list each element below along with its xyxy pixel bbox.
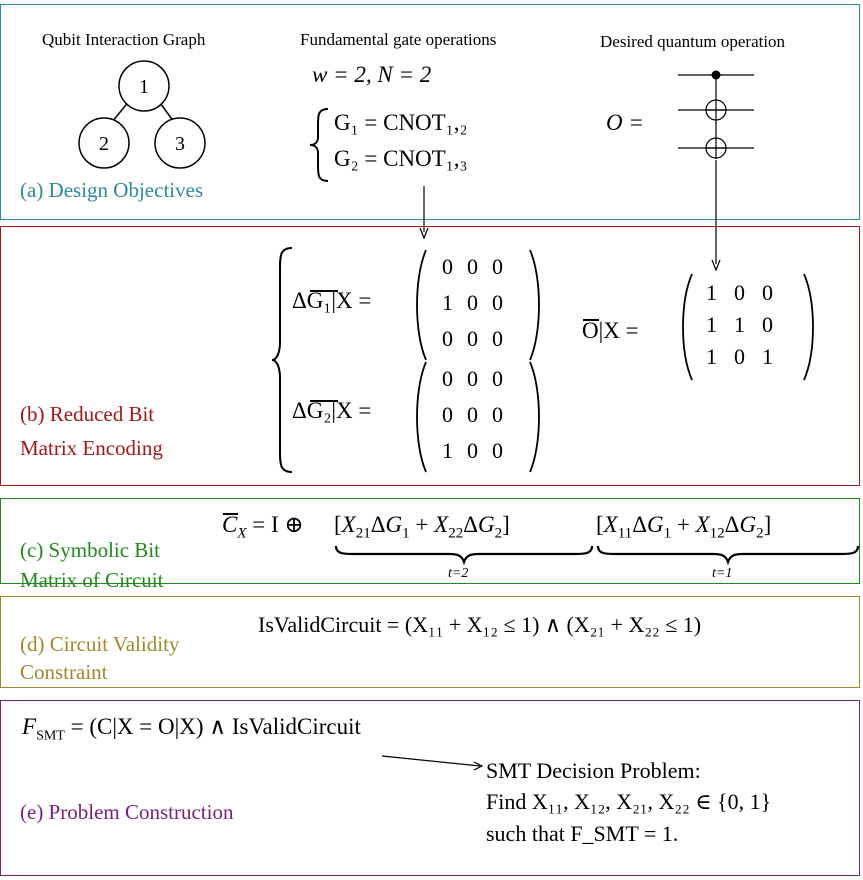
c-formula-lhs: CX = I ⊕: [222, 512, 304, 542]
decision-line3: such that F_SMT = 1.: [486, 821, 679, 846]
panel-d-label-line1: (d) Circuit Validity: [20, 632, 180, 656]
panel-c-label-line2: Matrix of Circuit: [20, 568, 164, 592]
gate-g2: G₂ = CNOT₁,₃: [334, 146, 468, 171]
panel-c-border: [0, 498, 860, 584]
panel-c-label-line1: (c) Symbolic Bit: [20, 538, 160, 562]
svg-text:1: 1: [139, 76, 149, 98]
flow-arrows-a-b: [419, 160, 721, 272]
fsmt-formula: FSMT = (C|X = O|X) ∧ IsValidCircuit: [22, 714, 361, 744]
svg-text:2: 2: [99, 133, 109, 155]
graph-node-1: 1: [118, 60, 170, 112]
m1-r1c1: 0: [467, 290, 478, 315]
graph-node-2: 2: [78, 117, 130, 169]
panel-d-label-line2: Constraint: [20, 660, 108, 684]
mo-r1c2: 0: [762, 312, 773, 337]
m1-r1c0: 1: [442, 290, 453, 315]
svg-text:3: 3: [175, 133, 185, 155]
dg2-label: ΔG₂|X =: [292, 398, 372, 423]
t2-label: t=2: [448, 566, 469, 581]
matrices-brace: [271, 247, 293, 473]
panel-b-label-line2: Matrix Encoding: [20, 436, 163, 460]
mo-r0c1: 0: [734, 280, 745, 305]
dg1-label: ΔG₁|X =: [292, 288, 372, 313]
quantum-circuit: [678, 70, 754, 159]
gates-title: Fundamental gate operations: [300, 30, 497, 49]
mo-r1c0: 1: [706, 312, 717, 337]
decision-line1: SMT Decision Problem:: [486, 758, 701, 783]
m2-r1c0: 0: [442, 402, 453, 427]
gate-g1: G₁ = CNOT₁,₂: [334, 110, 468, 135]
mo-r2c0: 1: [706, 344, 717, 369]
decision-line2: Find X₁₁, X₁₂, X₂₁, X₂₂ ∈ {0, 1}: [486, 789, 772, 814]
validity-formula: IsValidCircuit = (X₁₁ + X₁₂ ≤ 1) ∧ (X₂₁ …: [258, 612, 702, 637]
c-bracket-t2: [X21ΔG1 + X22ΔG2]: [334, 512, 510, 542]
mo-r2c2: 1: [762, 344, 773, 369]
m2-r2c0: 1: [442, 438, 453, 463]
mo-r0c0: 1: [706, 280, 717, 305]
panel-e-label: (e) Problem Construction: [20, 800, 234, 824]
mo-r0c2: 0: [762, 280, 773, 305]
dg1-overline: [310, 290, 338, 292]
m2-r1c2: 0: [492, 402, 503, 427]
panel-d-border: [0, 596, 860, 688]
m2-r2c1: 0: [467, 438, 478, 463]
panel-e-border: [0, 700, 860, 876]
panel-a-label: (a) Design Objectives: [20, 178, 204, 202]
mo-r1c1: 1: [734, 312, 745, 337]
control-dot: [711, 70, 721, 80]
m2-r2c2: 0: [492, 438, 503, 463]
graph-title: Qubit Interaction Graph: [42, 30, 206, 49]
m1-r0c1: 0: [467, 254, 478, 279]
m2-r0c2: 0: [492, 366, 503, 391]
c-underbraces: [334, 545, 860, 566]
m1-r2c2: 0: [492, 326, 503, 351]
qubit-interaction-graph: 1 2 3: [78, 60, 206, 169]
m1-r0c0: 0: [442, 254, 453, 279]
c-overline: [223, 513, 238, 515]
t1-label: t=1: [712, 566, 733, 581]
panel-b-border: [0, 226, 860, 486]
m2-r0c1: 0: [467, 366, 478, 391]
m1-r2c0: 0: [442, 326, 453, 351]
m2-r1c1: 0: [467, 402, 478, 427]
graph-node-3: 3: [154, 117, 206, 169]
m2-r0c0: 0: [442, 366, 453, 391]
desired-title: Desired quantum operation: [600, 32, 786, 51]
e-arrow: [381, 755, 484, 771]
dg2-overline: [310, 400, 338, 402]
mo-r2c1: 0: [734, 344, 745, 369]
panel-b-label-line1: (b) Reduced Bit: [20, 402, 155, 426]
o-label: O =: [606, 110, 644, 135]
gates-brace: [309, 108, 329, 182]
o-bar-label: O|X =: [582, 318, 639, 343]
panel-a-border: [0, 4, 860, 220]
m1-r1c2: 0: [492, 290, 503, 315]
o-overline: [583, 319, 599, 321]
m1-r2c1: 0: [467, 326, 478, 351]
m1-r0c2: 0: [492, 254, 503, 279]
params-formula: w = 2, N = 2: [312, 62, 432, 87]
c-bracket-t1: [X11ΔG1 + X12ΔG2]: [596, 512, 772, 542]
